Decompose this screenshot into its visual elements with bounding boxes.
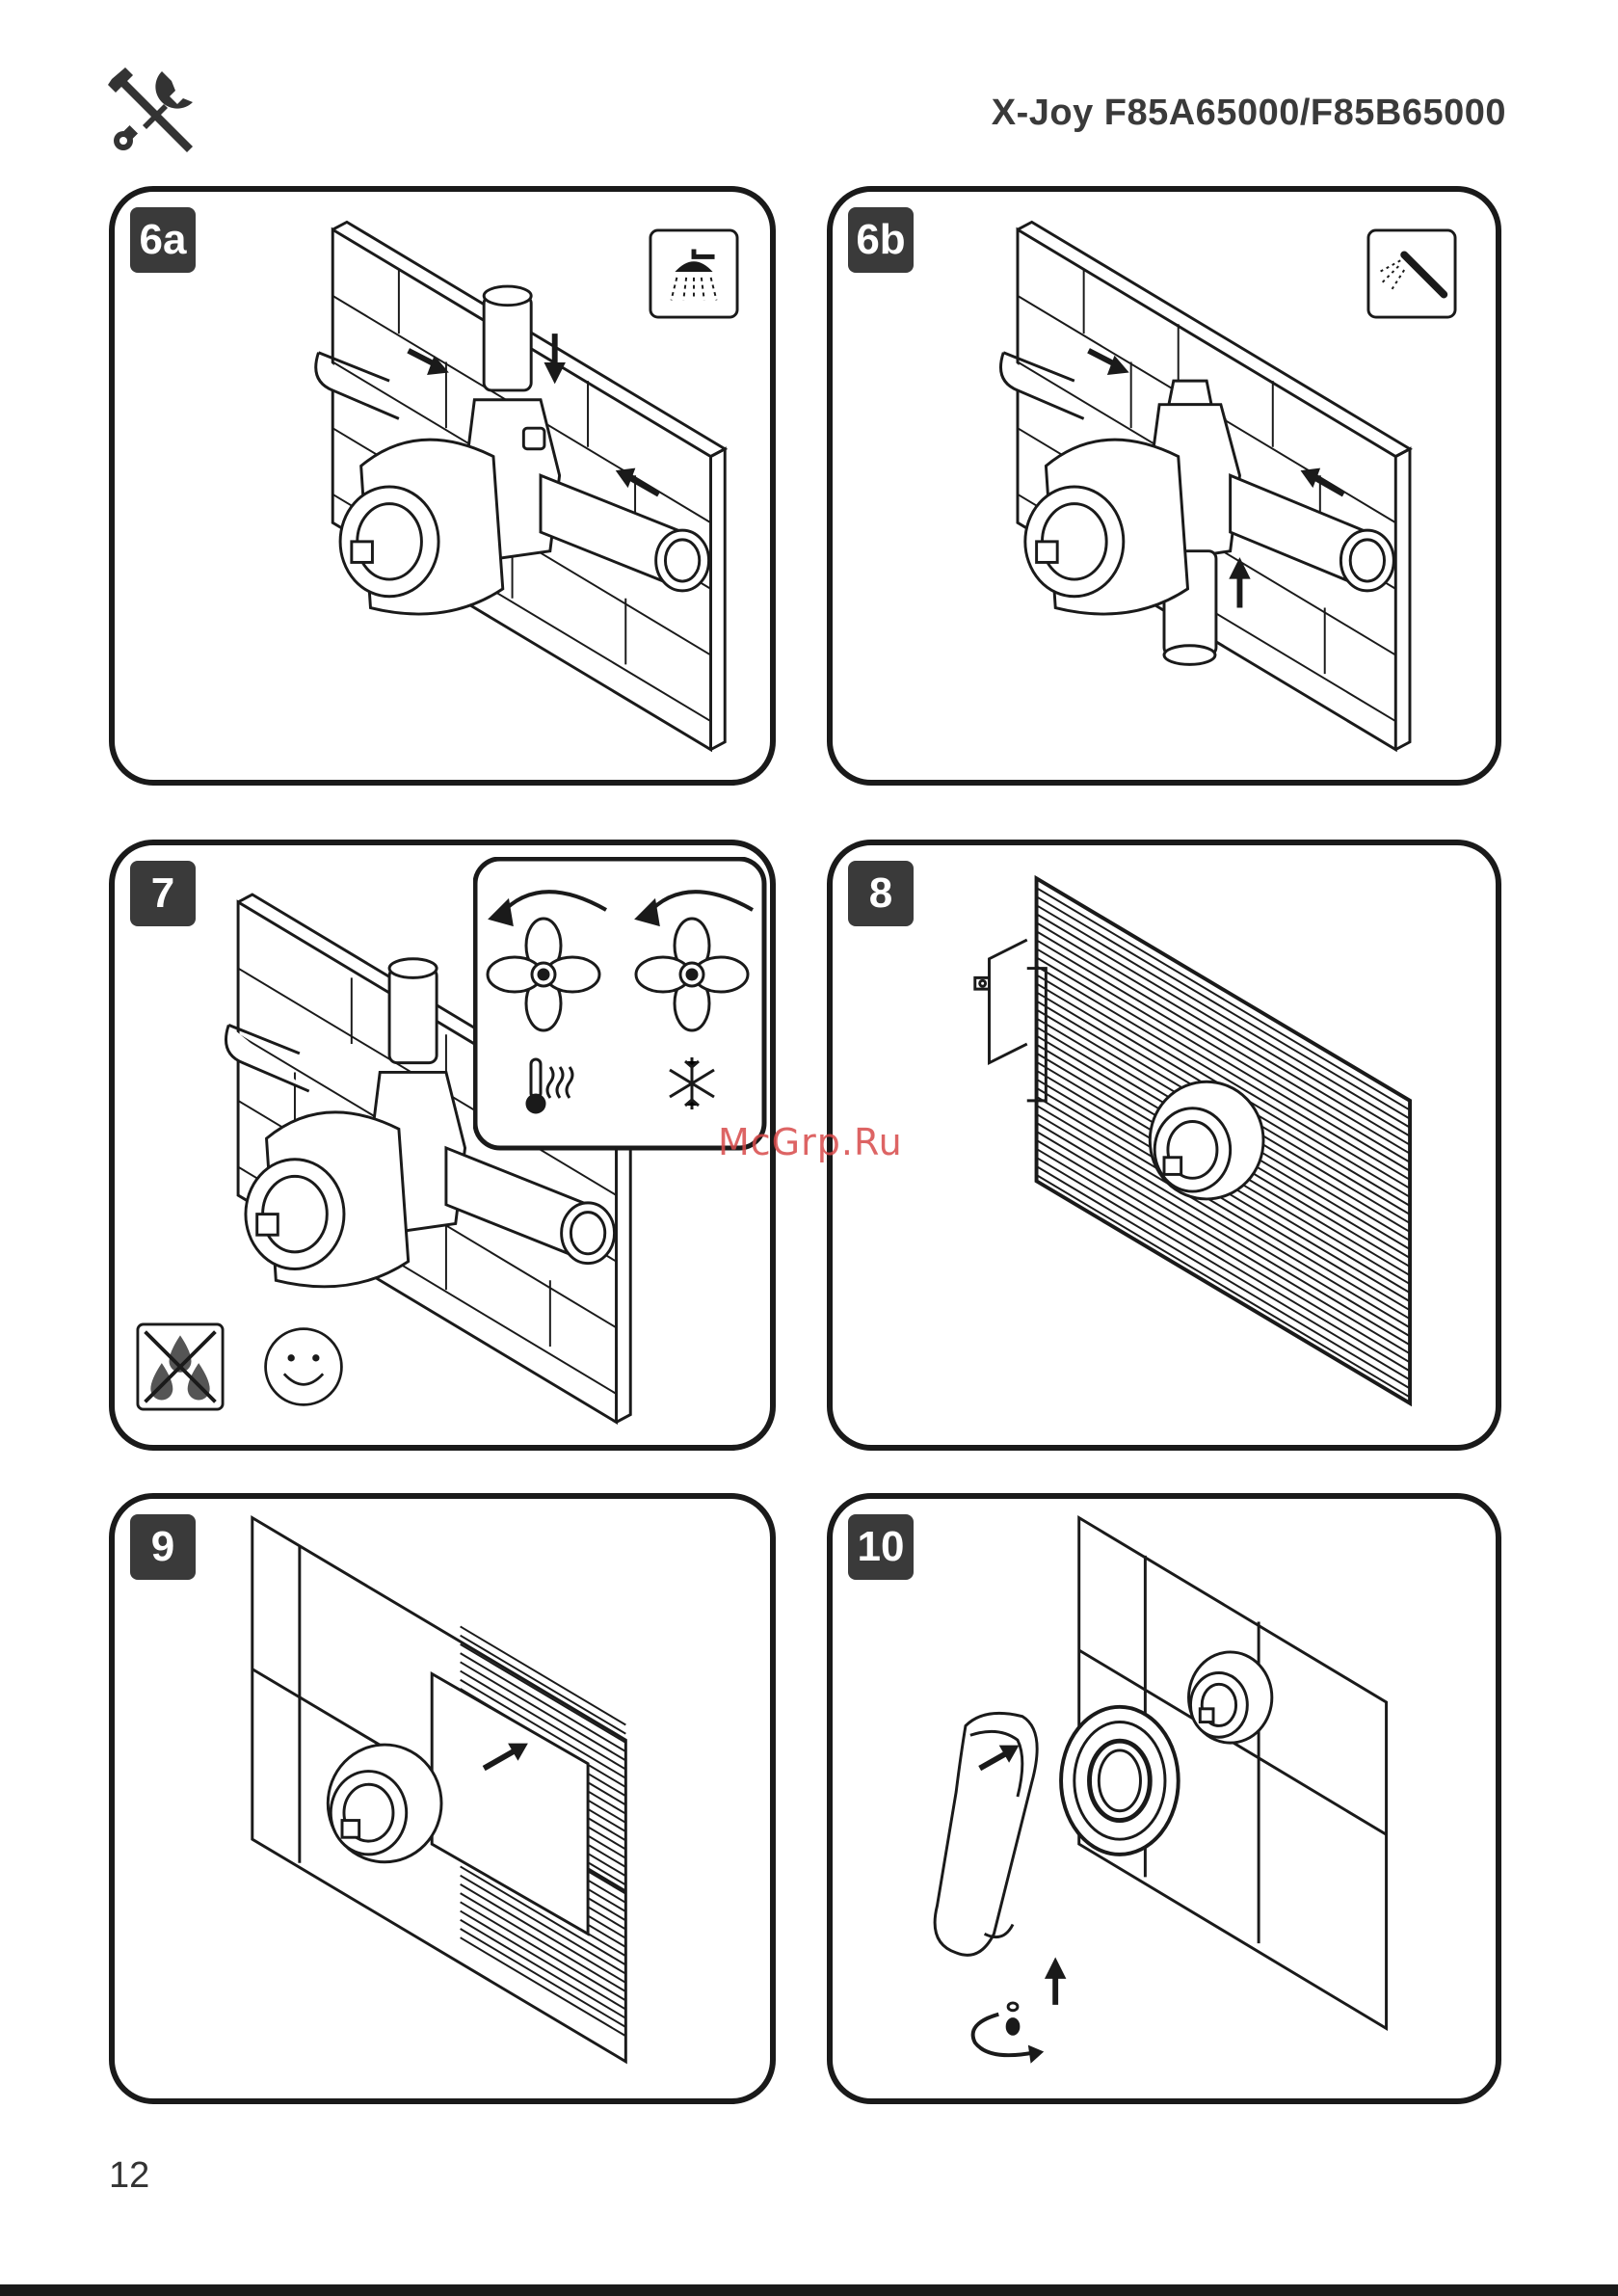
step-panel-6b: 6b	[827, 186, 1501, 786]
step-panel-10: 10	[827, 1493, 1501, 2104]
step-panel-9: 9	[109, 1493, 776, 2104]
handle-installation-illustration	[833, 1499, 1496, 2098]
step-panel-6a: 6a	[109, 186, 776, 786]
model-title: X-Joy F85A65000/F85B65000	[992, 93, 1506, 134]
bottom-rule	[0, 2284, 1618, 2296]
wrench-screwdriver-icon	[104, 64, 200, 160]
page-number: 12	[109, 2155, 149, 2197]
step-panel-7: 7	[109, 840, 776, 1451]
no-water-drops-icon	[136, 1322, 225, 1411]
step-panel-8: 8	[827, 840, 1501, 1451]
watermark: McGrp.Ru	[718, 1121, 903, 1163]
overhead-shower-icon	[649, 228, 739, 319]
protective-plate-illustration	[833, 845, 1496, 1445]
tile-installation-illustration	[115, 1499, 770, 2098]
hand-shower-icon	[1366, 228, 1457, 319]
temperature-rotation-callout	[473, 857, 767, 1151]
smiley-icon	[261, 1324, 346, 1409]
